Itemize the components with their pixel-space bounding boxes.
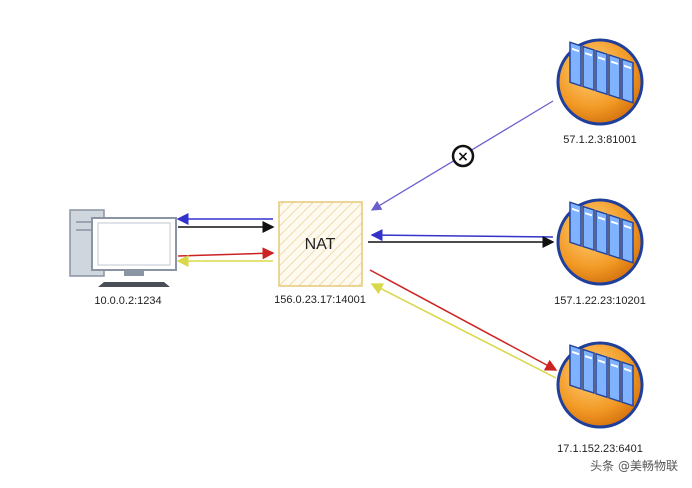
arrow-client-to-nat-red: [177, 247, 275, 260]
server-1-icon: [556, 38, 644, 126]
svg-text:×: ×: [457, 149, 469, 165]
nat-box: [278, 201, 363, 287]
nat-address-label: 156.0.23.17:14001: [274, 294, 366, 306]
server-2-address-label: 157.1.22.23:10201: [554, 295, 646, 307]
server-2-icon: [556, 198, 644, 286]
arrow-server2-to-nat-blue: [370, 229, 554, 242]
server-3-address-label: 17.1.152.23:6401: [557, 443, 643, 455]
arrow-server3-to-nat-yellow: [370, 283, 557, 379]
arrow-nat-to-server3-red: [369, 269, 558, 371]
client-address-label: 10.0.0.2:1234: [94, 295, 161, 307]
watermark: 头条 @美畅物联: [590, 459, 678, 473]
client-computer-icon: [69, 209, 177, 287]
server-1-address-label: 57.1.2.3:81001: [563, 134, 636, 146]
server-3-icon: [556, 341, 644, 429]
blocked-icon: ×: [451, 144, 475, 168]
nat-label: NAT: [305, 236, 336, 253]
